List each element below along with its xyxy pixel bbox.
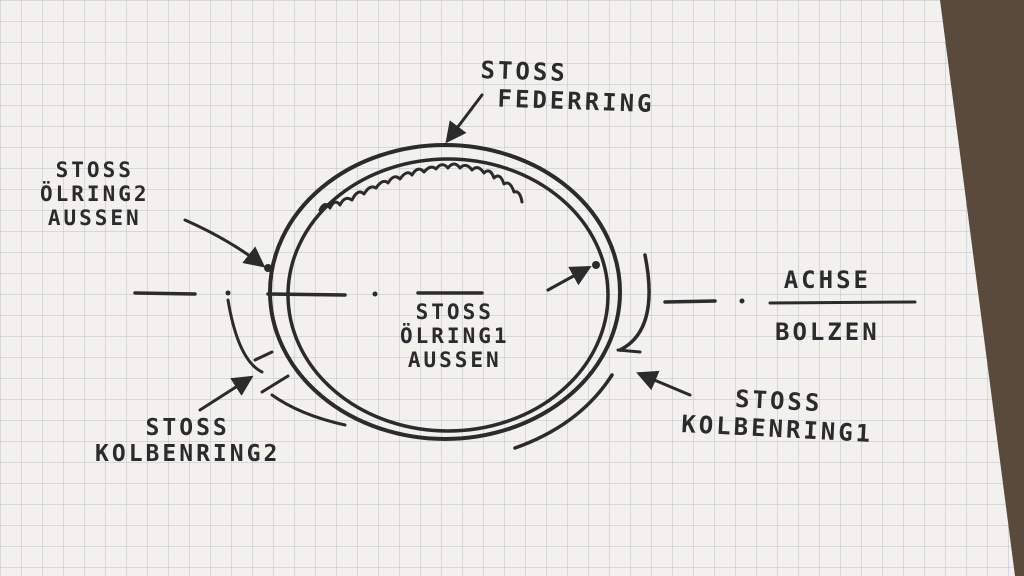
label-line: ACHSE (783, 266, 871, 294)
piston-ring-2-arc (226, 298, 264, 374)
outer-ring (268, 143, 622, 441)
piston-ring-1-lower-arc (513, 373, 614, 450)
arrow-oelring2 (183, 218, 266, 268)
label-line: STOSS (145, 415, 230, 441)
axis-line-right (663, 299, 717, 304)
arrow-kolbenring1 (636, 370, 692, 397)
label-line: BOLZEN (775, 317, 880, 346)
label-stoss-oelring2-aussen: STOSS ÖLRING2 AUSSEN (40, 158, 150, 230)
label-stoss-kolbenring2: STOSS KOLBENRING2 (95, 415, 280, 468)
label-stoss-oelring1-aussen: STOSS ÖLRING1 AUSSEN (400, 300, 510, 372)
arrow-federring (445, 93, 484, 144)
label-line: AUSSEN (407, 348, 502, 373)
piston-ring-1-arc (618, 253, 651, 352)
arrow-kolbenring2 (198, 375, 254, 412)
arrow-oelring1 (546, 265, 592, 292)
label-achse-bolzen: ACHSE BOLZEN (775, 255, 880, 358)
label-line: ÖLRING1 (400, 324, 510, 349)
axis-line-center (266, 292, 347, 297)
axis-line-left (133, 291, 197, 296)
piston-ring-2-lower-arc (270, 393, 347, 427)
label-line: KOLBENRING2 (95, 441, 281, 468)
label-line: STOSS (415, 300, 494, 324)
label-stoss-federring: STOSS FEDERRING (479, 56, 656, 118)
label-stoss-kolbenring1: STOSS KOLBENRING1 (681, 383, 876, 448)
label-line: FEDERRING (497, 84, 656, 118)
spring-ring (318, 162, 524, 212)
label-line: STOSS (55, 158, 134, 182)
label-line: ÖLRING2 (40, 182, 150, 207)
fraction-bar (768, 300, 917, 305)
label-line: AUSSEN (47, 206, 142, 231)
